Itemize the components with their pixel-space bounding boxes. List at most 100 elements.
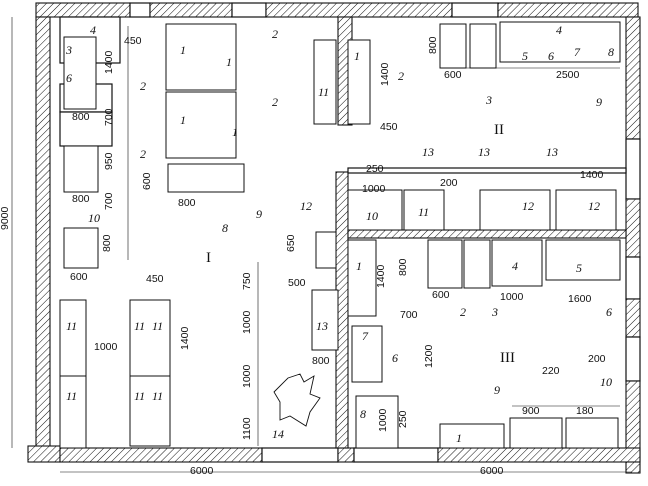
callout-3-room-iii: 3 — [491, 305, 498, 319]
window-top-b — [231, 2, 267, 18]
wall-bottom-a — [59, 447, 263, 463]
dim-1000-a: 1000 — [362, 183, 386, 195]
callout-11-room-ii: 11 — [418, 205, 429, 219]
callout-7-room-ii: 7 — [574, 45, 581, 59]
sink-iii-b — [463, 239, 491, 289]
callout-1-d: 1 — [232, 125, 238, 139]
callout-3-room-i: 3 — [65, 43, 72, 57]
cabinet-group-a — [63, 36, 97, 110]
dim-900: 900 — [522, 405, 540, 417]
dim-800-a: 800 — [72, 111, 90, 123]
callout-11-e: 11 — [134, 389, 145, 403]
counter-ii — [499, 21, 621, 63]
callout-10-room-ii: 10 — [366, 209, 378, 223]
sink-ii-a — [439, 23, 467, 69]
outer-walls — [27, 2, 641, 474]
bench-upper — [313, 39, 337, 125]
window-bottom — [353, 447, 439, 463]
dim-1000-d: 1000 — [94, 341, 118, 353]
wall-right-c — [625, 298, 641, 338]
callout-5-room-iii: 5 — [576, 261, 582, 275]
room-label-i: I — [206, 250, 211, 266]
wall-top-b — [149, 2, 233, 18]
dim-800-e: 800 — [427, 36, 439, 54]
callout-10-left: 10 — [88, 211, 100, 225]
dim-2500: 2500 — [556, 69, 580, 81]
wall-top-d — [497, 2, 639, 18]
callout-1-room-iii: 1 — [356, 259, 362, 273]
dimension-labels: 9000 6000 6000 450 1400 700 800 950 700 … — [0, 35, 606, 477]
unit-9-iii — [509, 417, 563, 449]
callout-13-c: 13 — [546, 145, 558, 159]
dim-250-b: 250 — [397, 410, 409, 428]
window-top-c — [451, 2, 499, 18]
sink-unit — [167, 163, 245, 193]
dim-1400-e: 1400 — [375, 264, 387, 288]
dim-800-f: 800 — [312, 355, 330, 367]
callout-3-room-ii: 3 — [485, 93, 492, 107]
callout-14: 14 — [272, 427, 284, 441]
callout-11-c: 11 — [134, 319, 145, 333]
callout-2-d: 2 — [272, 95, 278, 109]
bench-upper-b — [347, 39, 371, 125]
dim-1200: 1200 — [423, 344, 435, 368]
callout-6-room-i: 6 — [66, 71, 72, 85]
workbench-pair-b — [165, 91, 237, 159]
dim-200-a: 200 — [440, 177, 458, 189]
dim-1000-c: 1000 — [241, 364, 253, 388]
dimension-lines — [11, 17, 632, 473]
bench-left-a — [59, 299, 87, 383]
unit-5-iii — [545, 239, 621, 281]
workbench-pair-a — [165, 23, 237, 91]
dim-500: 500 — [288, 277, 306, 289]
callout-13-a: 13 — [422, 145, 434, 159]
callout-12-b: 12 — [588, 199, 600, 213]
bench-mid-a — [129, 299, 171, 383]
unit-12-a — [479, 189, 551, 231]
unit-12-room-i — [315, 231, 337, 269]
bench-iii-1 — [439, 423, 505, 449]
callout-numbers: 4 3 6 2 2 2 2 1 1 1 1 11 1 2 3 4 5 6 7 8… — [65, 23, 614, 445]
dim-600-c: 600 — [444, 69, 462, 81]
callout-9-sink: 9 — [256, 207, 262, 221]
callout-8-sink: 8 — [222, 221, 228, 235]
room-i-fixtures — [59, 23, 371, 449]
callout-8-room-ii: 8 — [608, 45, 614, 59]
dim-1100: 1100 — [241, 417, 253, 440]
dim-600-d: 600 — [432, 289, 450, 301]
dim-800-g: 800 — [397, 258, 409, 276]
callout-11-upper: 11 — [318, 85, 329, 99]
dim-1400-d: 1400 — [179, 326, 191, 350]
dim-1000-e: 1000 — [500, 291, 524, 303]
wall-right-b — [625, 198, 641, 258]
unit-8-iii — [355, 395, 399, 449]
door-bottom — [261, 447, 339, 463]
callout-2-c: 2 — [272, 27, 278, 41]
bench-iii-a — [347, 239, 377, 317]
wall-top-c — [265, 2, 453, 18]
dim-650: 650 — [285, 234, 297, 252]
cabinet-13 — [311, 289, 339, 351]
room-label-ii: II — [494, 122, 504, 138]
dim-1600: 1600 — [568, 293, 592, 305]
room-iii-fixtures — [347, 239, 621, 449]
callout-13-room-i: 13 — [316, 319, 328, 333]
callout-11-f: 11 — [152, 389, 163, 403]
cabinet-group-c — [63, 227, 99, 269]
dim-700-c: 700 — [400, 309, 418, 321]
callout-6-room-iii: 6 — [606, 305, 612, 319]
callout-10-room-iii: 10 — [600, 375, 612, 389]
dim-180: 180 — [576, 405, 594, 417]
dim-1400-a: 1400 — [103, 50, 115, 74]
room-label-iii: III — [500, 350, 515, 366]
window-right-a — [625, 138, 641, 200]
callout-4-room-iii: 4 — [512, 259, 518, 273]
callout-11-b: 11 — [66, 389, 77, 403]
wall-right-a — [625, 16, 641, 140]
wall-top-a — [35, 2, 131, 18]
dim-220: 220 — [542, 365, 560, 377]
dim-200-b: 200 — [588, 353, 606, 365]
unit-10 — [347, 189, 403, 231]
partition-horizontal — [347, 229, 627, 239]
